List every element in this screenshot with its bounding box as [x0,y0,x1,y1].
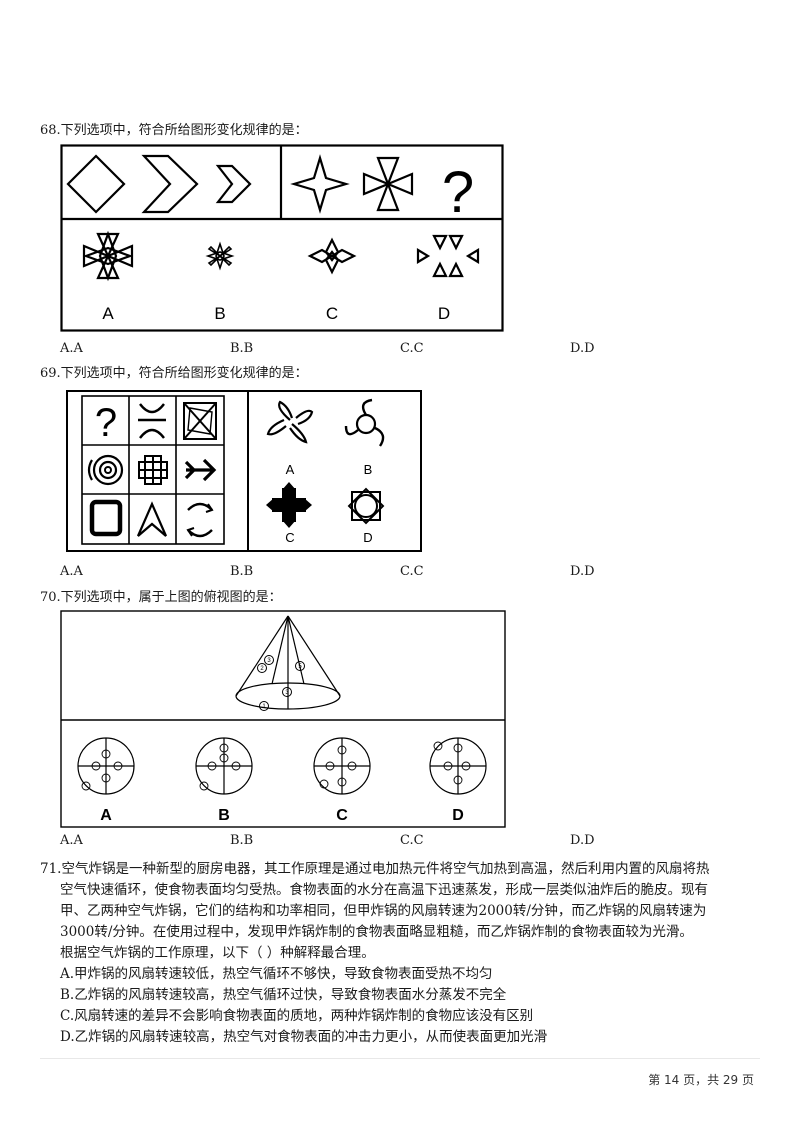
q69-grid-frame [81,395,225,545]
q71-line-4: 3000转/分钟。在使用过程中，发现甲炸锅炸制的食物表面略显粗糙，而乙炸锅炸制的… [60,924,693,940]
q70-num-1: 1 [262,704,266,710]
q69-question-mark: ? [95,401,117,445]
q70-num-2: 2 [260,666,264,672]
q69-optC-cross-h [272,498,306,512]
q69-stem: 69.下列选项中，符合所给图形变化规律的是： [40,366,308,381]
q70-fig-label-a: A [100,807,112,824]
q68-option-b[interactable]: B.B [230,341,254,356]
q71-option-a[interactable]: A.甲炸锅的风扇转速较低，热空气循环不够快，导致食物表面受热不均匀 [60,966,493,982]
q70-fig-label-d: D [452,807,464,824]
q70-outer-frame [60,610,506,828]
q68-bowtie-left [362,172,391,196]
page-indicator: 第 14 页，共 29 页 [648,1073,754,1087]
q68-diamond-shape [66,154,126,214]
q71-line-2: 空气快速循环，使食物表面均匀受热。食物表面的水分在高温下迅速蒸发，形成一层类似油… [60,882,708,898]
q71-line-5: 根据空气炸锅的工作原理，以下（ ）种解释最合理。 [60,945,375,961]
q69-fig-label-b: B [364,462,373,477]
q68-figure: ? A B C D [60,144,504,332]
q71-option-d[interactable]: D.乙炸锅的风扇转速较高，热空气对食物表面的冲击力更小，从而使表面更加光滑 [60,1029,548,1045]
q69-fig-label-c: C [285,530,294,545]
q71-option-c[interactable]: C.风扇转速的差异不会影响食物表面的质地，两种炸锅炸制的食物应该没有区别 [60,1008,534,1024]
q68-option-c[interactable]: C.C [400,341,424,356]
q69-outer-frame [66,390,422,552]
q68-stem: 68.下列选项中，符合所给图形变化规律的是： [40,123,308,138]
q68-fig-label-c: C [326,304,338,323]
q69-figure: ? A B C D [66,390,422,552]
q68-fig-label-a: A [102,304,114,323]
q70-cone [235,615,341,710]
q68-bowtie-right [385,172,414,196]
q68-small-chevron-shape [215,164,252,204]
q68-bowtie-bottom [376,180,400,212]
q68-chevron-shape [141,154,199,214]
q70-num-5: 5 [298,664,302,670]
q68-fig-label-d: D [438,304,450,323]
q70-option-b[interactable]: B.B [230,833,254,848]
q70-fig-label-c: C [336,807,348,824]
q69-option-d[interactable]: D.D [570,564,595,579]
q70-option-c[interactable]: C.C [400,833,424,848]
q68-optD-triangle [432,234,448,251]
q70-stem: 70.下列选项中，属于上图的俯视图的是： [40,590,282,605]
q68-optC-petal-top [324,237,340,262]
q69-fig-label-a: A [286,462,295,477]
q68-question-mark: ? [442,160,474,225]
q69-option-b[interactable]: B.B [230,564,254,579]
q68-fig-label-b: B [214,304,225,323]
q70-figure: 1 2 3 5 3 A B C D [60,610,506,828]
footer-divider [40,1058,760,1059]
q68-option-d[interactable]: D.D [570,341,595,356]
q68-four-point-star-shape [290,154,350,214]
q69-fig-label-d: D [363,530,372,545]
q71-line-1: 71.空气炸锅是一种新型的厨房电器，其工作原理是通过电加热元件将空气加热到高温，… [40,861,710,877]
q70-num-3: 3 [267,658,271,664]
q71-option-b[interactable]: B.乙炸锅的风扇转速较高，热空气循环过快，导致食物表面水分蒸发不完全 [60,987,507,1003]
q70-option-a[interactable]: A.A [60,833,83,848]
q68-optA-star-h [82,246,134,266]
q68-option-a[interactable]: A.A [60,341,83,356]
q68-bowtie-top [376,156,400,188]
q70-option-d[interactable]: D.D [570,833,595,848]
q71-line-3: 甲、乙两种空气炸锅，它们的结构和功率相同，但甲炸锅的风扇转速为2000转/分钟，… [60,903,707,919]
q69-option-a[interactable]: A.A [60,564,83,579]
q70-num-3b: 3 [285,690,289,696]
q69-option-c[interactable]: C.C [400,564,424,579]
q70-fig-label-b: B [218,807,230,824]
